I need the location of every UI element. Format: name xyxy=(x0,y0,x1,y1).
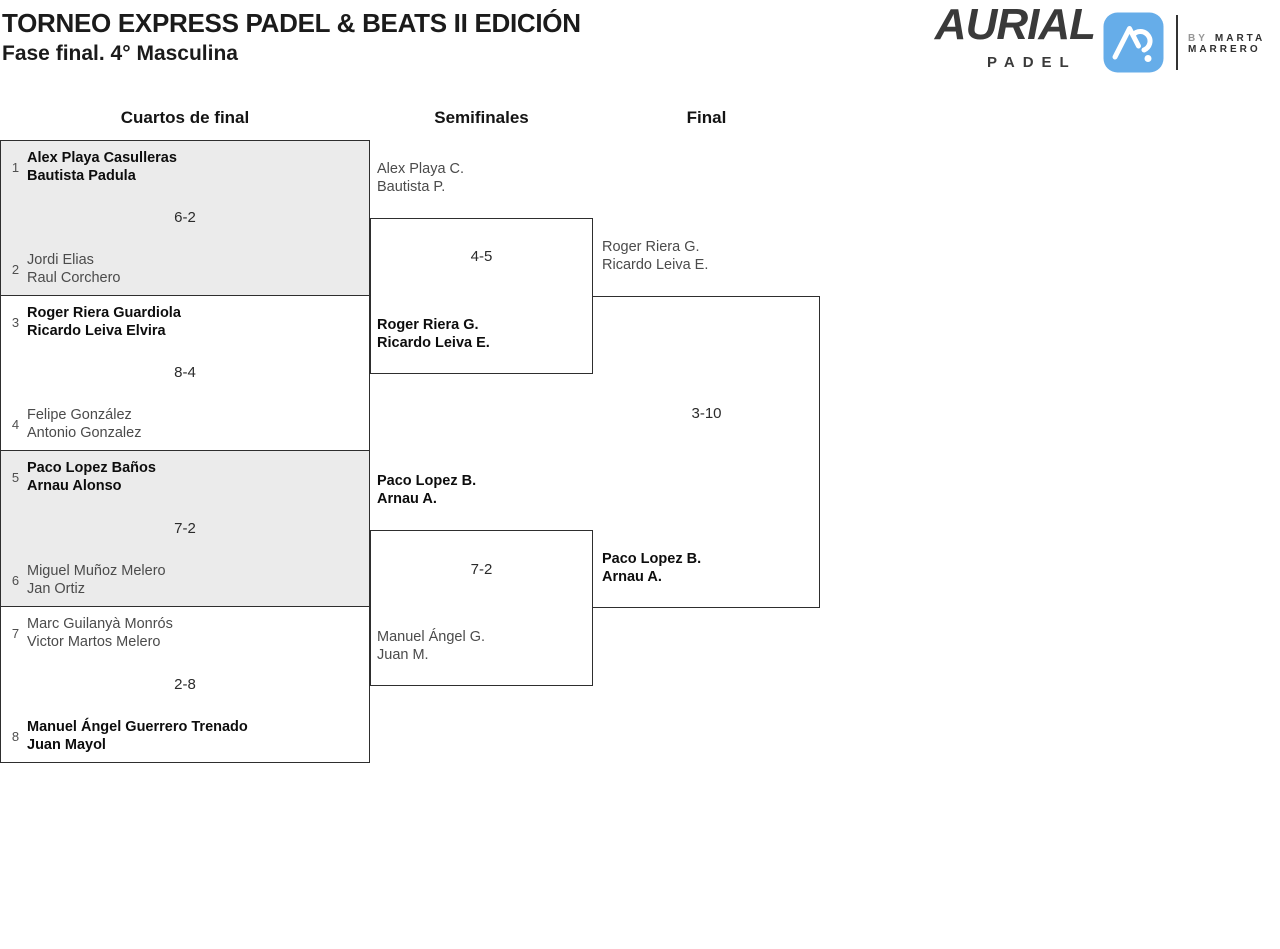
player-name: Roger Riera Guardiola xyxy=(27,305,181,321)
quarterfinal-match-3: 5 Paco Lopez Baños Arnau Alonso 7-2 6 Mi… xyxy=(0,450,370,607)
match-team-row: 4 Felipe González Antonio Gonzalez xyxy=(1,406,369,442)
player-name: Victor Martos Melero xyxy=(27,634,161,650)
player-name: Roger Riera G. xyxy=(602,239,700,255)
player-name: Juan M. xyxy=(377,647,429,663)
semifinal-1-team-bottom: Roger Riera G. Ricardo Leiva E. xyxy=(377,316,490,352)
player-name: Arnau A. xyxy=(377,491,437,507)
seed-number: 8 xyxy=(11,728,20,744)
player-name: Jan Ortiz xyxy=(27,581,86,597)
player-name: Alex Playa C. xyxy=(377,161,465,177)
match-score: 8-4 xyxy=(174,364,196,381)
player-name: Felipe González xyxy=(27,407,132,423)
player-name: Bautista P. xyxy=(377,179,446,195)
player-name: Antonio Gonzalez xyxy=(27,425,142,441)
logo-divider xyxy=(1176,15,1178,70)
semifinal-match-2-box xyxy=(370,530,593,686)
match-team-row: 3 Roger Riera Guardiola Ricardo Leiva El… xyxy=(1,304,369,340)
team-names: Paco Lopez Baños Arnau Alonso xyxy=(27,459,156,495)
page-subtitle: Fase final. 4° Masculina xyxy=(2,42,238,65)
seed-number: 2 xyxy=(11,261,20,277)
team-names: Jordi Elias Raul Corchero xyxy=(27,251,121,287)
match-team-row: 5 Paco Lopez Baños Arnau Alonso xyxy=(1,459,369,495)
semifinal-2-team-top: Paco Lopez B. Arnau A. xyxy=(377,472,476,508)
round-label-cuartos: Cuartos de final xyxy=(120,108,250,127)
round-label-final: Final xyxy=(686,108,727,127)
player-name: Paco Lopez B. xyxy=(602,551,702,567)
player-name: Ricardo Leiva Elvira xyxy=(27,323,166,339)
byline-by: BY xyxy=(1188,33,1208,44)
match-team-row: 1 Alex Playa Casulleras Bautista Padula xyxy=(1,149,369,185)
final-score: 3-10 xyxy=(691,405,722,422)
player-name: Marc Guilanyà Monrós xyxy=(27,616,173,632)
aurial-a-mark-icon xyxy=(1103,12,1164,78)
player-name: Manuel Ángel Guerrero Trenado xyxy=(27,719,248,735)
seed-number: 1 xyxy=(11,159,20,175)
final-team-top: Roger Riera G. Ricardo Leiva E. xyxy=(602,238,708,274)
match-team-row: 2 Jordi Elias Raul Corchero xyxy=(1,251,369,287)
team-names: Marc Guilanyà Monrós Victor Martos Meler… xyxy=(27,615,173,651)
team-names: Miguel Muñoz Melero Jan Ortiz xyxy=(27,562,166,598)
quarterfinal-match-4: 7 Marc Guilanyà Monrós Victor Martos Mel… xyxy=(0,606,370,763)
team-names: Alex Playa Casulleras Bautista Padula xyxy=(27,149,177,185)
player-name: Ricardo Leiva E. xyxy=(602,257,709,273)
final-match-box xyxy=(593,296,820,608)
match-team-row: 7 Marc Guilanyà Monrós Victor Martos Mel… xyxy=(1,615,369,651)
match-team-row: 6 Miguel Muñoz Melero Jan Ortiz xyxy=(1,562,369,598)
team-names: Roger Riera Guardiola Ricardo Leiva Elvi… xyxy=(27,304,181,340)
match-score: 2-8 xyxy=(174,675,196,693)
round-label-semifinales: Semifinales xyxy=(434,108,529,127)
player-name: Raul Corchero xyxy=(27,270,121,286)
seed-number: 7 xyxy=(11,625,20,641)
seed-number: 3 xyxy=(11,314,20,330)
match-score: 6-2 xyxy=(174,209,196,226)
semifinal-1-score: 4-5 xyxy=(470,248,493,265)
match-team-row: 8 Manuel Ángel Guerrero Trenado Juan May… xyxy=(1,718,369,754)
team-names: Felipe González Antonio Gonzalez xyxy=(27,406,141,442)
semifinal-2-team-bottom: Manuel Ángel G. Juan M. xyxy=(377,628,485,664)
player-name: Juan Mayol xyxy=(27,737,106,753)
player-name: Alex Playa Casulleras xyxy=(27,150,177,166)
player-name: Arnau A. xyxy=(602,569,662,585)
player-name: Paco Lopez B. xyxy=(377,473,477,489)
player-name: Jordi Elias xyxy=(27,252,94,268)
semifinal-match-1-box xyxy=(370,218,593,374)
player-name: Miguel Muñoz Melero xyxy=(27,563,166,579)
byline-name-line1: MARTA xyxy=(1214,33,1266,44)
player-name: Roger Riera G. xyxy=(377,317,479,333)
semifinal-1-team-top: Alex Playa C. Bautista P. xyxy=(377,160,464,196)
player-name: Ricardo Leiva E. xyxy=(377,335,490,351)
seed-number: 5 xyxy=(11,469,20,485)
semifinal-2-score: 7-2 xyxy=(470,561,493,578)
quarterfinal-match-2: 3 Roger Riera Guardiola Ricardo Leiva El… xyxy=(0,295,370,451)
match-score: 7-2 xyxy=(174,519,196,537)
seed-number: 4 xyxy=(11,416,20,432)
player-name: Arnau Alonso xyxy=(27,478,122,494)
logo-brand-text: AURIAL xyxy=(934,0,1096,49)
byline-name-line2: MARRERO xyxy=(1188,44,1261,55)
player-name: Manuel Ángel G. xyxy=(377,629,486,645)
seed-number: 6 xyxy=(11,572,20,588)
player-name: Bautista Padula xyxy=(27,168,136,184)
final-team-bottom: Paco Lopez B. Arnau A. xyxy=(602,550,701,586)
page-title: TORNEO EXPRESS PADEL & BEATS II EDICIÓN xyxy=(2,8,581,38)
quarterfinal-match-1: 1 Alex Playa Casulleras Bautista Padula … xyxy=(0,140,370,296)
logo-byline: BY MARTA MARRERO xyxy=(1188,33,1265,55)
team-names: Manuel Ángel Guerrero Trenado Juan Mayol xyxy=(27,718,248,754)
player-name: Paco Lopez Baños xyxy=(27,460,156,476)
logo-padel-text: PADEL xyxy=(987,54,1077,71)
